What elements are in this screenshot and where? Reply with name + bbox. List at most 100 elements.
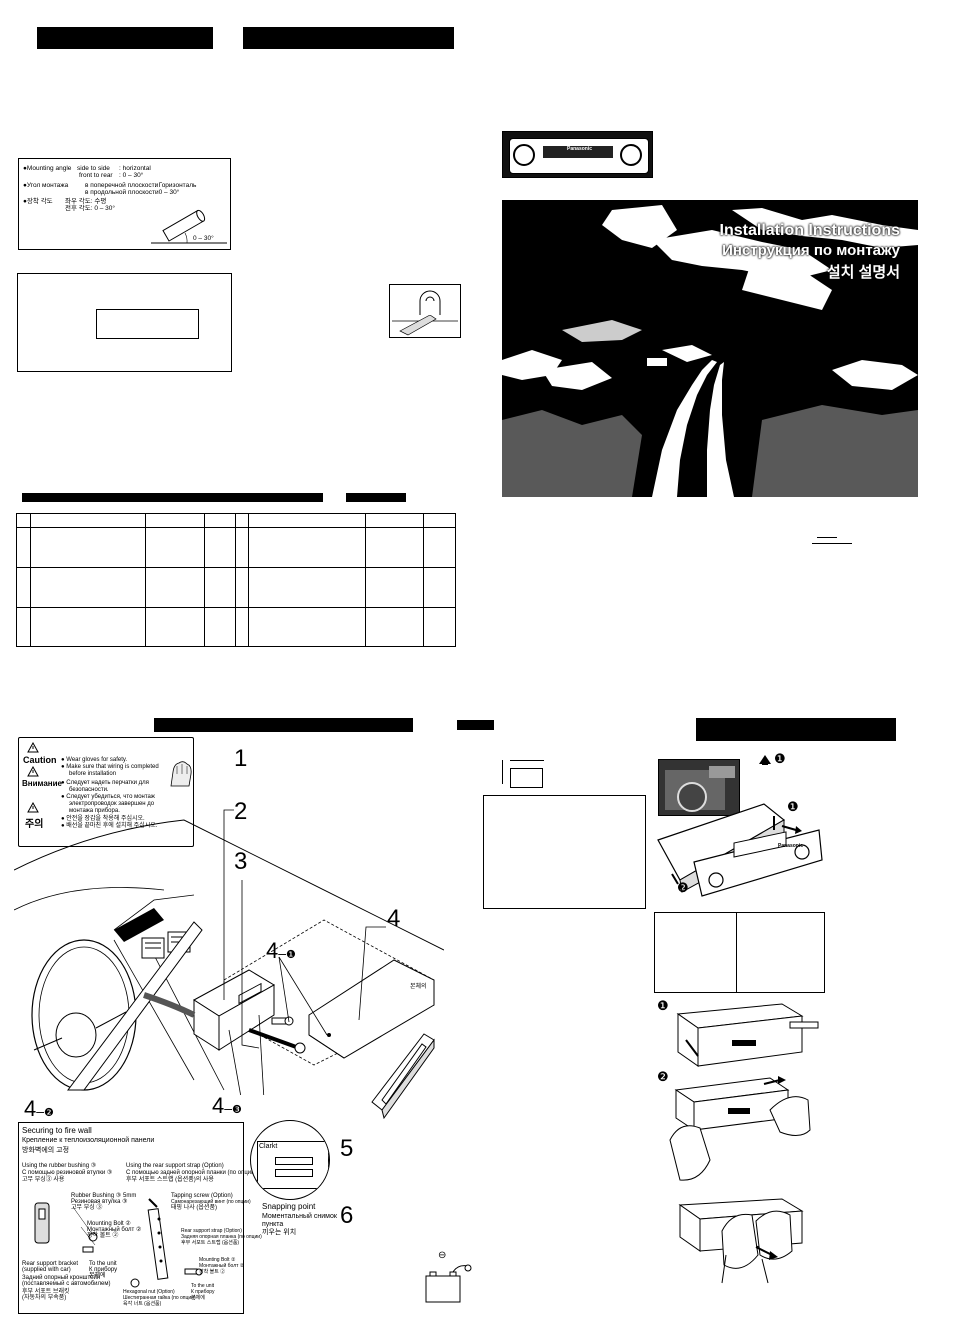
- cover-title-ko: 설치 설명서: [826, 264, 900, 281]
- step-5: 5: [340, 1135, 354, 1162]
- install-diagram: [14, 809, 444, 1095]
- caution-ko: 주의: [25, 819, 44, 830]
- bracket-ko2: (자동차의 부속품): [22, 1295, 67, 1301]
- parts-header-bar-2: [346, 493, 406, 502]
- step-4: 4: [387, 905, 401, 932]
- removal-unit-3: [678, 1198, 804, 1284]
- caution-box: Caution Внимание 주의 ● Wear gloves for sa…: [18, 737, 194, 847]
- firewall-box: Securing to fire wall Крепление к теплои…: [18, 1122, 262, 1314]
- hex-en: Hexagonal nut (Option): [123, 1289, 175, 1295]
- mount-en-side-val: : horizontal: [119, 165, 151, 172]
- snap-label-ko: 끼우는 위치: [262, 1229, 297, 1236]
- step-3: 3: [234, 848, 248, 875]
- underline-mark-2: [812, 543, 852, 544]
- install-header-bar: [154, 718, 413, 732]
- caution-en: Caution: [23, 755, 57, 765]
- device-brand: Panasonic: [567, 146, 593, 152]
- strap2-ru: Задняя опорная планка (по опции): [181, 1234, 262, 1240]
- cover-title-ru: Инструкция по монтажу: [722, 242, 900, 259]
- bolt2-en: Mounting Bolt ②: [199, 1257, 236, 1263]
- tape-icon-frame: [389, 284, 461, 338]
- unit2-ru: К прибору: [191, 1289, 215, 1295]
- removal-brand: Panasonic: [778, 843, 804, 849]
- warning-icon: [27, 802, 39, 813]
- mount-angle-diagram: [151, 209, 227, 244]
- firewall-diagram-left: [34, 1202, 98, 1253]
- removal-faceplate: [657, 803, 823, 897]
- caution-ru-2: безопасности.: [69, 787, 109, 793]
- bracket-ko: 후부 서포트 브래킷: [22, 1289, 70, 1295]
- caution-en-2: ● Make sure that wiring is completed: [61, 764, 159, 770]
- removal-photo-1: [658, 759, 740, 816]
- bolt-en: Mounting Bolt ②: [87, 1221, 131, 1227]
- mount-ru-front: в продольной плоскости: [85, 189, 159, 196]
- parts-table: [16, 513, 456, 647]
- firewall-title-ko: 방화벽에의 고정: [22, 1147, 70, 1154]
- step-4c: 4–❸: [212, 1093, 242, 1118]
- rubber-ru: С помощью резиновой втулки ③: [22, 1170, 113, 1176]
- middle-line-vert: [502, 760, 503, 784]
- bolt2-ru: Монтажный болт ②: [199, 1263, 245, 1269]
- middle-split-box: [654, 912, 825, 993]
- snap-label-en: Snapping point: [262, 1202, 316, 1211]
- snap-label-ru: Моментальный снимок: [262, 1213, 337, 1220]
- removal-header-bar: [696, 718, 896, 741]
- strap-ru: С помощью задней опорной планки (по опци…: [126, 1170, 257, 1176]
- notice-inner-box: [96, 309, 199, 339]
- caution-ru-5: монтажа прибора.: [69, 808, 120, 814]
- mount-ru-label: ●Угол монтажа: [23, 182, 69, 189]
- cover-image: Installation Instructions Инструкция по …: [502, 200, 918, 497]
- mount-en-label: ●Mounting angle: [23, 165, 72, 172]
- middle-small-box: [510, 768, 543, 788]
- firewall-title-en: Securing to fire wall: [22, 1126, 92, 1135]
- caution-ko-1: ● 안전을 장갑을 착용해 주십시오.: [61, 816, 145, 822]
- step-4b: 4–❷: [24, 1096, 54, 1121]
- bracket-en: Rear support bracket: [22, 1261, 79, 1267]
- caution-ru-3: ● Следует убедиться, что монтаж: [61, 794, 155, 800]
- hex-ru: Шестигранная гайка (по опции): [123, 1295, 196, 1301]
- strap-en: Using the rear support strap (Option): [126, 1163, 224, 1169]
- up-arrow-icon: [759, 755, 771, 765]
- removal-circ-1c: ❶: [657, 998, 669, 1013]
- strap-ko: 후부 서포트 스트랩 (옵션품)의 사용: [126, 1177, 214, 1183]
- tap-en: Tapping screw (Option): [171, 1193, 233, 1199]
- snap-label-ru2: пункта: [262, 1221, 284, 1228]
- bolt2-ko: 장착 볼트 ②: [199, 1269, 226, 1275]
- bolt-ko: 장착 볼트 ②: [87, 1233, 119, 1239]
- removal-circ-2: ❷: [677, 880, 689, 895]
- mounting-angle-box: ●Mounting angle side to side : horizonta…: [18, 158, 231, 250]
- mount-ko-front: 전후 각도: 0 – 30°: [65, 205, 116, 212]
- mount-ko-side: 좌우 각도: 수평: [65, 198, 107, 205]
- removal-unit-1: [676, 1003, 819, 1067]
- caution-en-3: before installation: [69, 771, 117, 777]
- strap2-en: Rear support strap (Option): [181, 1228, 242, 1234]
- bracket-en2: (supplied with car): [22, 1267, 71, 1273]
- snap-circle: Clarkt: [250, 1120, 330, 1200]
- bushing-ru: Резиновая втулка ③: [71, 1199, 128, 1205]
- removal-unit-2: [669, 1076, 811, 1181]
- bushing-en: Rubber Bushing ③: [71, 1193, 122, 1199]
- unit-ko: 본체에: [89, 1273, 106, 1279]
- mount-en-front: front to rear: [79, 172, 113, 179]
- bracket-ru2: (поставляемый с автомобилем): [22, 1281, 111, 1287]
- mount-angle-label: 0 – 30°: [193, 235, 214, 242]
- hex-ko: 육각 너트 (옵션품): [123, 1301, 162, 1307]
- mount-ru-side-val: : Горизонталь: [155, 182, 197, 189]
- header-bar-1: [37, 27, 213, 49]
- notice-box: [17, 273, 232, 372]
- unit-en: To the unit: [89, 1261, 117, 1267]
- removal-circ-2b: ❷: [657, 1069, 669, 1084]
- warning-icon: [27, 766, 39, 777]
- bolt-ru: Монтажный болт ②: [87, 1227, 142, 1233]
- warning-icon: [27, 742, 39, 753]
- step-1: 1: [234, 745, 248, 772]
- caution-ru: Внимание: [22, 779, 62, 788]
- unit2-ko: 본체에: [191, 1295, 205, 1301]
- rubber-ko: 고무 부싱③ 사용: [22, 1177, 65, 1183]
- firewall-diagram-right: [130, 1198, 203, 1288]
- mount-en-side: side to side: [77, 165, 110, 172]
- removal-circ-1b: ❶: [787, 799, 799, 814]
- step-6: 6: [340, 1202, 354, 1229]
- battery-minus: ⊖: [438, 1250, 447, 1261]
- mount-ru-front-val: : 0 – 30°: [155, 189, 180, 196]
